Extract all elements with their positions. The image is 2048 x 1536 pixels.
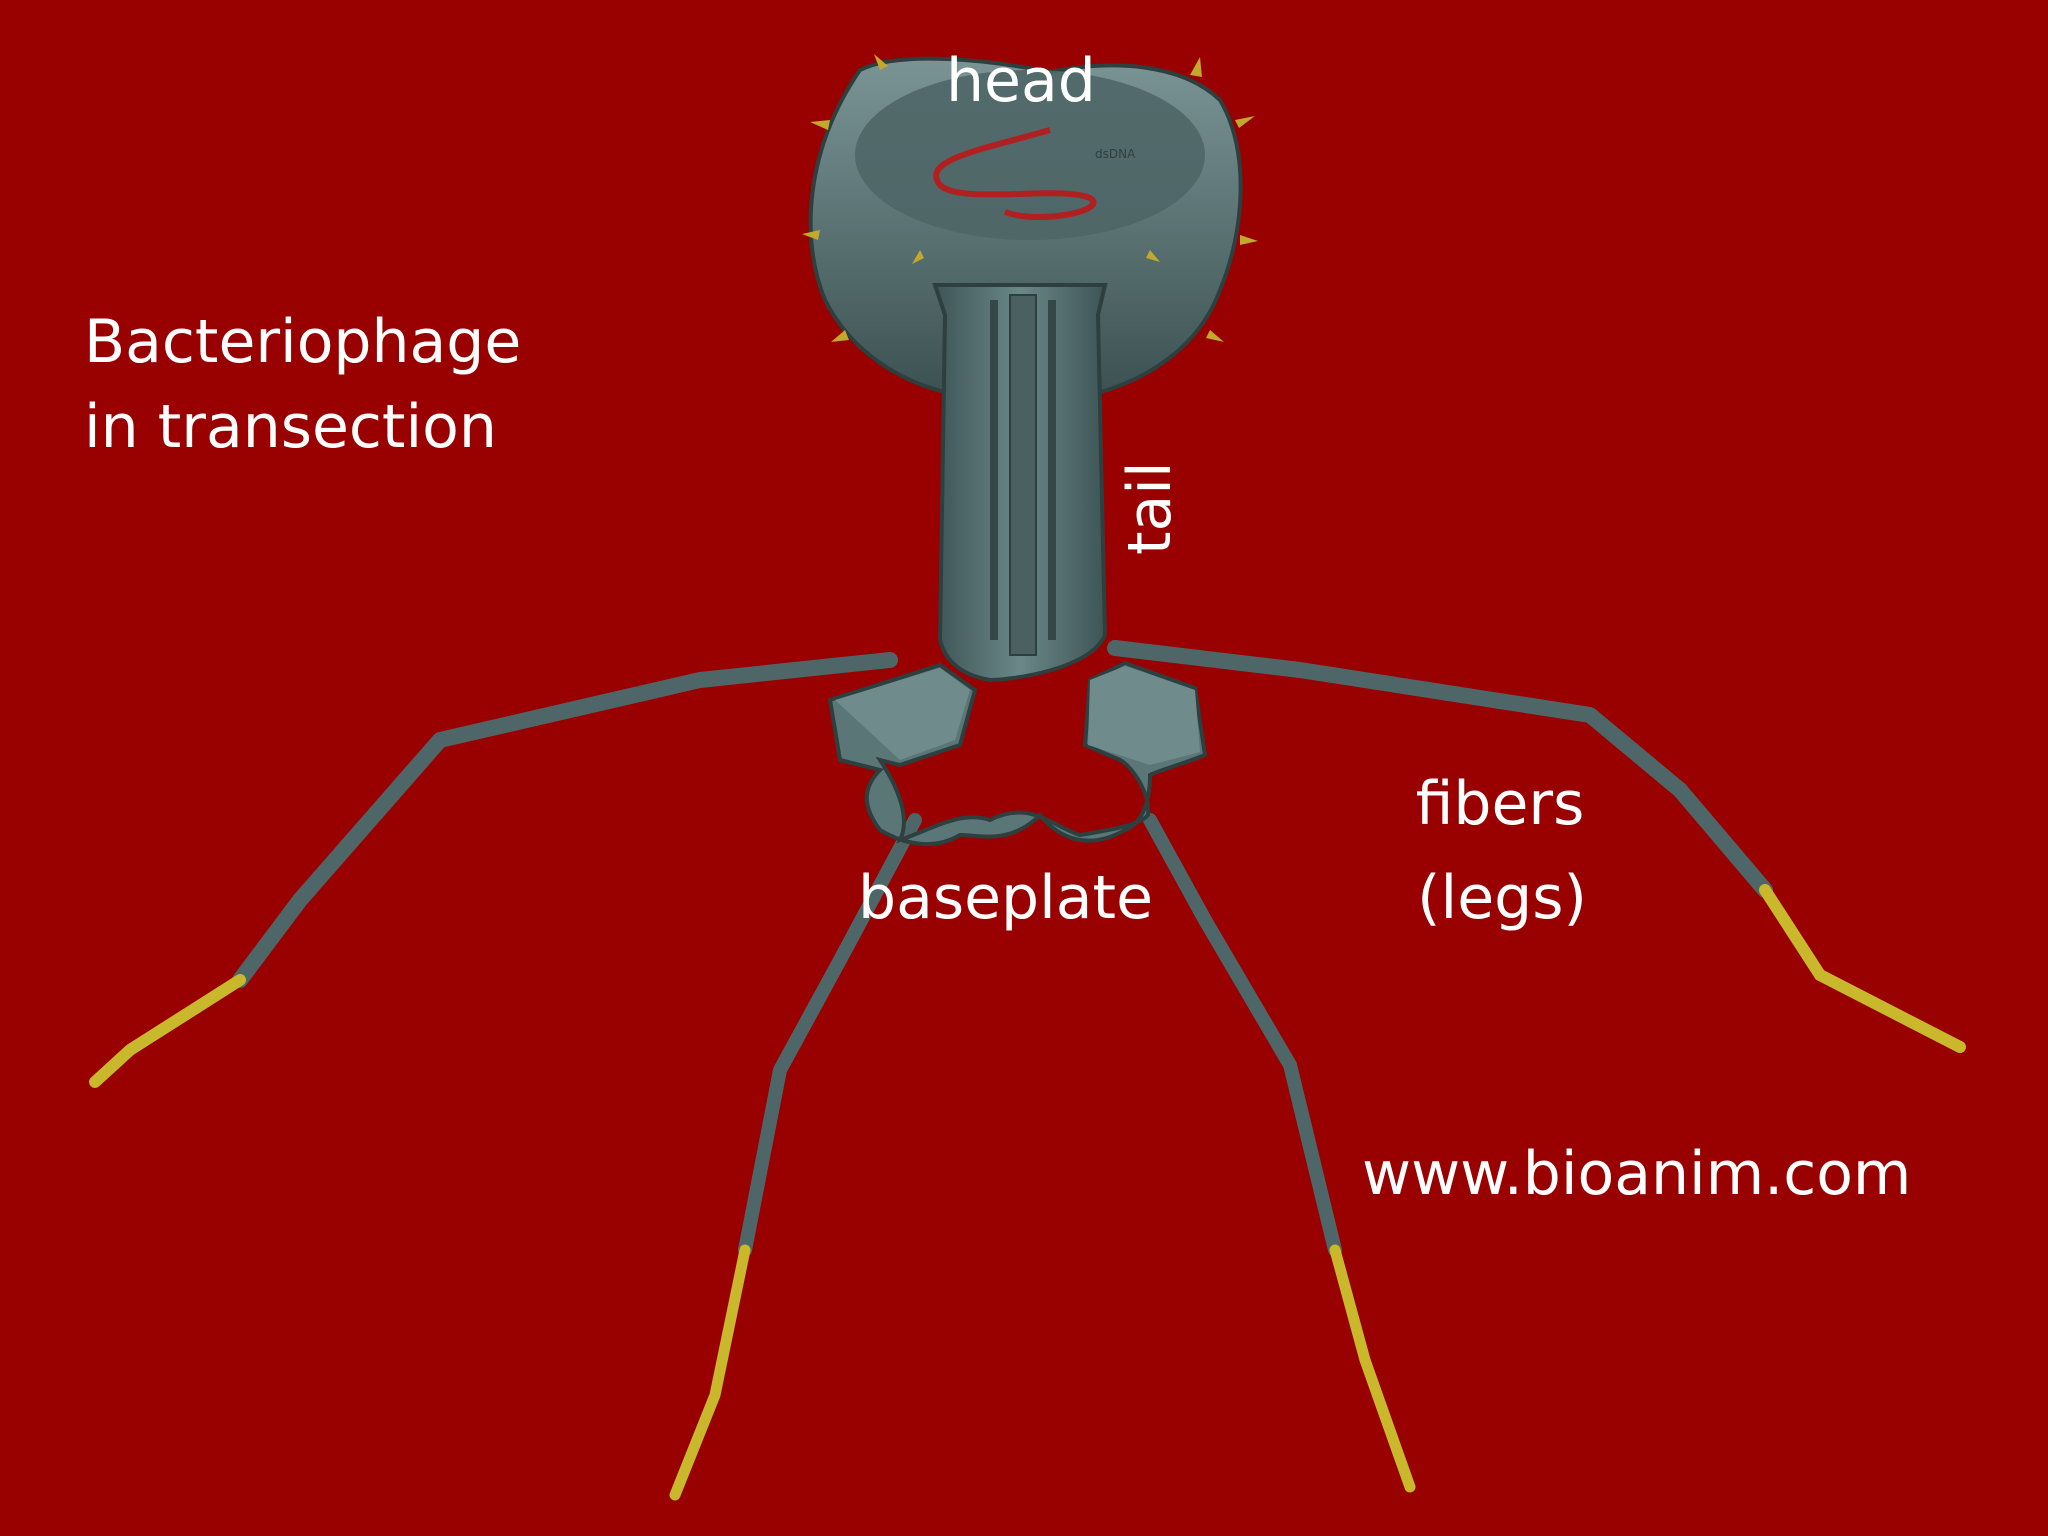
- head-label: head: [946, 46, 1096, 116]
- fiber-left-inner: [669, 813, 922, 1501]
- fibers-label-line-1: fibers: [1416, 769, 1585, 839]
- dna-label: dsDNA: [1095, 147, 1136, 161]
- fiber-right-inner: [1143, 813, 1416, 1493]
- credit-url: www.bioanim.com: [1362, 1139, 1911, 1209]
- fiber-right-outer: [1107, 640, 1966, 1053]
- tail-label: tail: [1115, 461, 1185, 555]
- dna-strand: [933, 127, 1097, 220]
- title-line-2: in transection: [84, 392, 497, 462]
- fiber-left-outer: [89, 652, 898, 1088]
- baseplate-label: baseplate: [858, 863, 1153, 933]
- baseplate: [827, 660, 1208, 847]
- tail: [932, 283, 1108, 683]
- fibers-label-line-2: (legs): [1417, 863, 1587, 933]
- title-line-1: Bacteriophage: [84, 307, 521, 377]
- head-capsid: [802, 54, 1258, 397]
